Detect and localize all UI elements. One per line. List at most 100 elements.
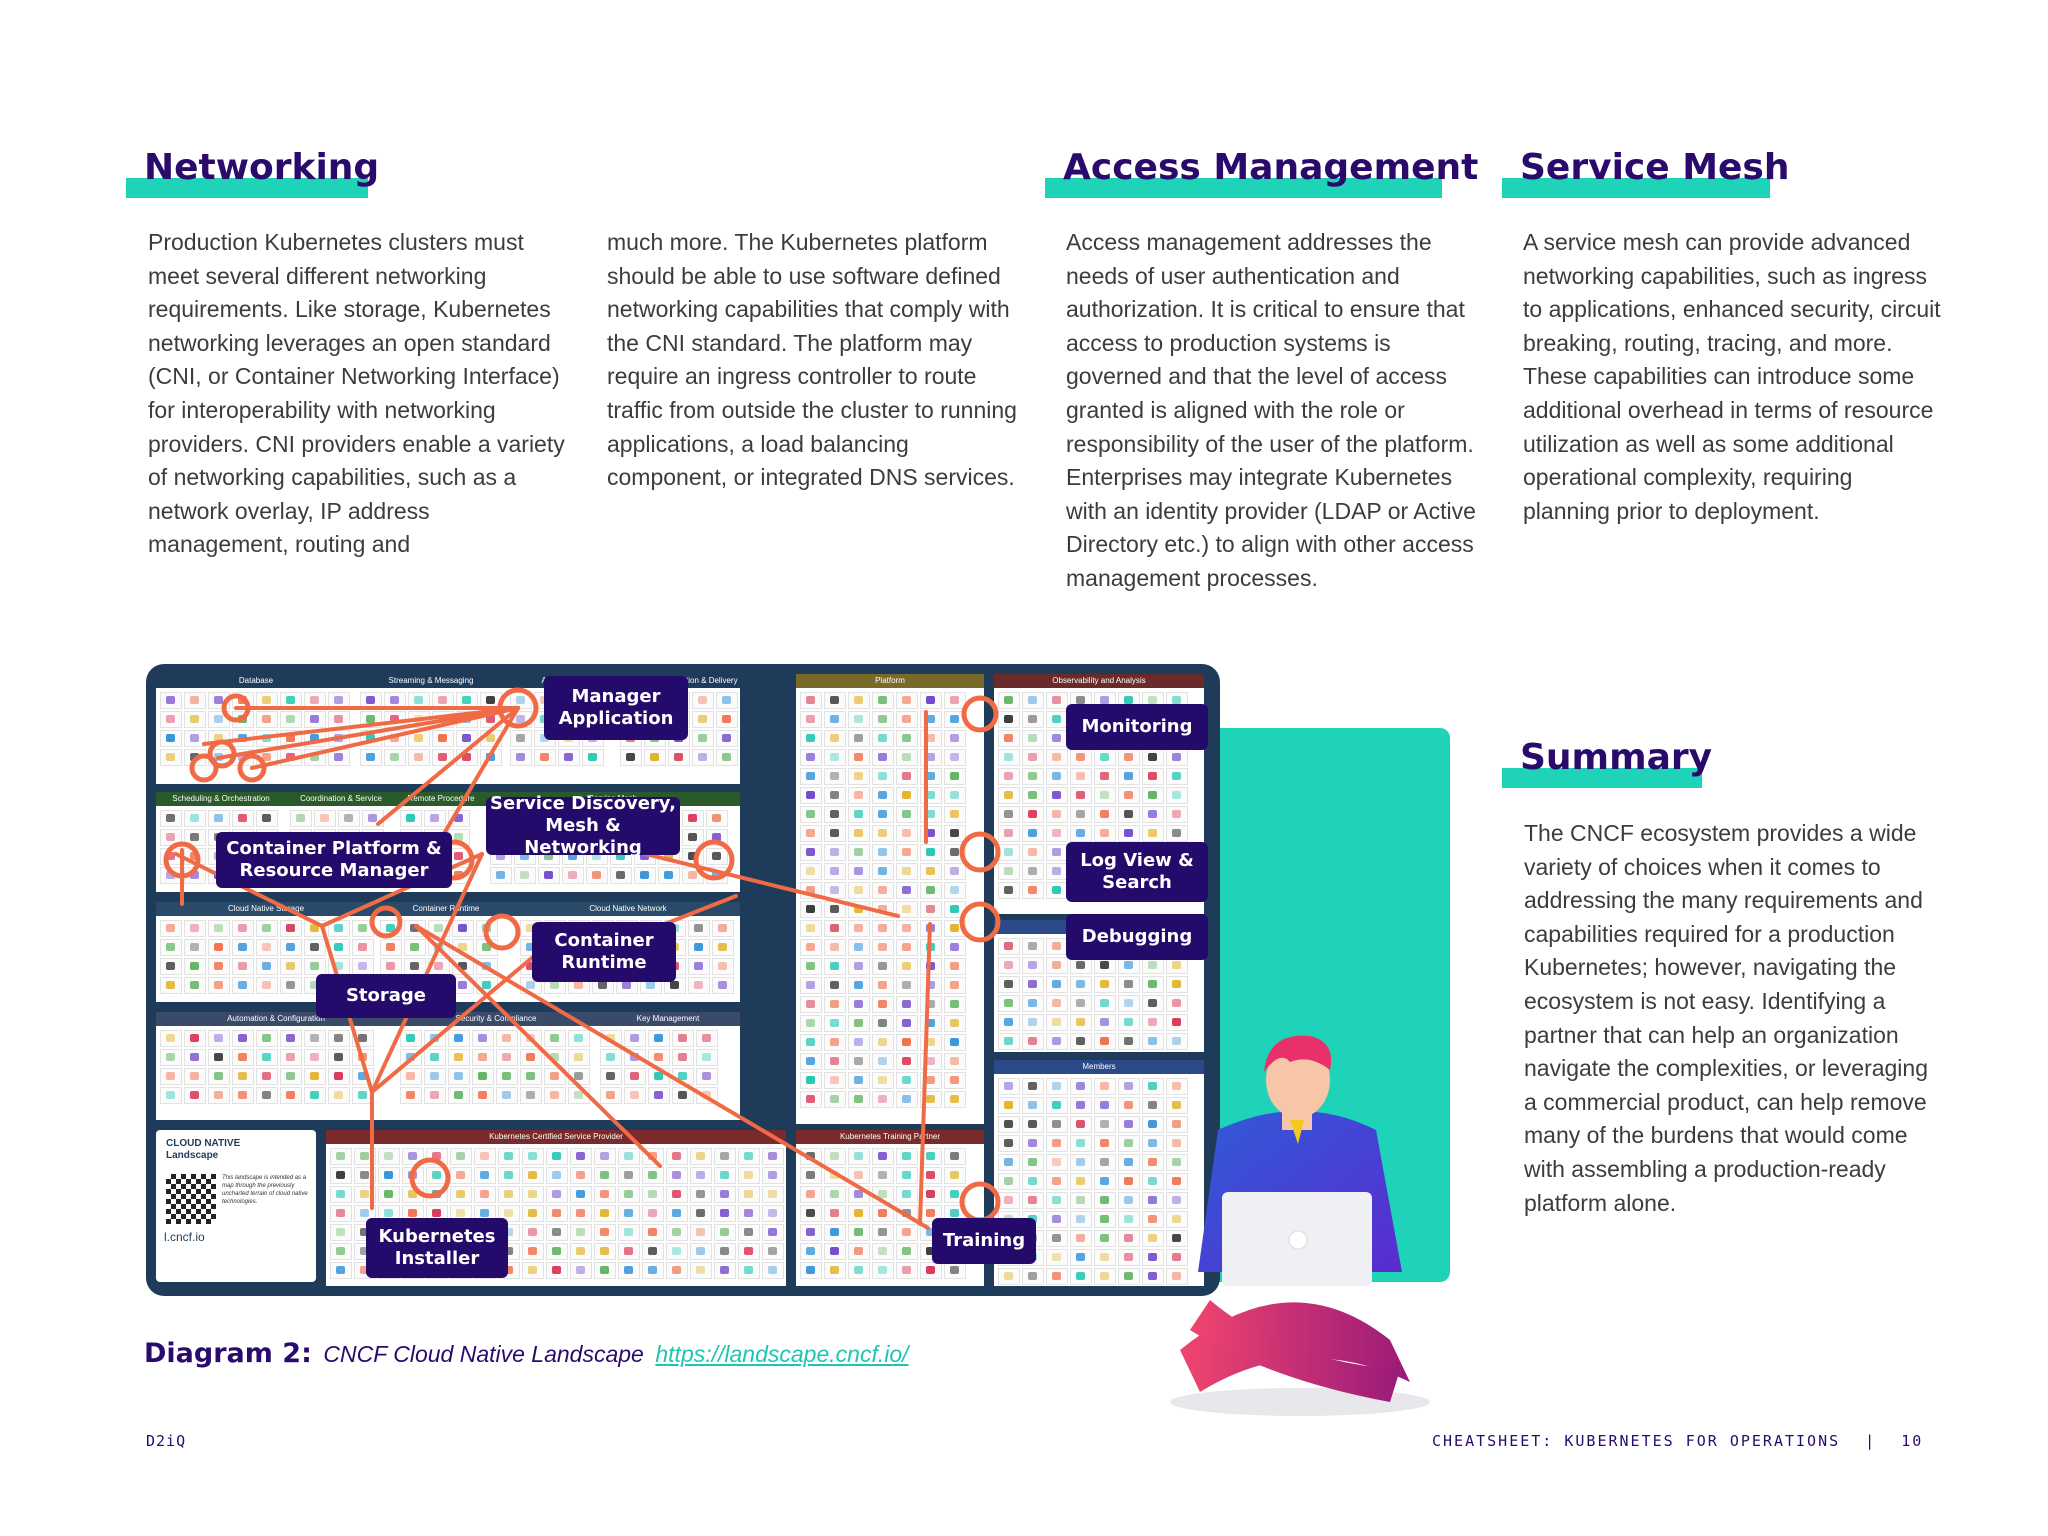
- project-logo-tile: [872, 768, 894, 785]
- project-logo-tile: [360, 749, 382, 766]
- project-logo-tile: [1046, 692, 1068, 709]
- project-logo-tile: [534, 749, 556, 766]
- project-logo-tile: [1142, 768, 1164, 785]
- project-logo-tile: [848, 730, 870, 747]
- access-management-title: Access Management: [1063, 147, 1479, 188]
- project-logo-tile: [290, 810, 312, 827]
- project-logo-tile: [824, 920, 846, 937]
- landscape-panel-header: Database: [156, 674, 356, 688]
- project-logo-tile: [998, 787, 1020, 804]
- project-logo-tile: [160, 958, 182, 975]
- project-logo-tile: [800, 977, 822, 994]
- project-logo-tile: [208, 977, 230, 994]
- project-logo-tile: [1046, 787, 1068, 804]
- project-logo-tile: [184, 920, 206, 937]
- project-logo-tile: [360, 692, 382, 709]
- connector-line: [918, 922, 932, 1226]
- project-logo-tile: [800, 711, 822, 728]
- project-logo-tile: [824, 749, 846, 766]
- project-logo-tile: [848, 825, 870, 842]
- highlight-ring: [959, 901, 1001, 943]
- project-logo-tile: [848, 863, 870, 880]
- project-logo-tile: [586, 867, 608, 884]
- project-logo-tile: [848, 787, 870, 804]
- project-logo-tile: [920, 863, 942, 880]
- project-logo-tile: [1118, 806, 1140, 823]
- project-logo-tile: [800, 1053, 822, 1070]
- diagram-caption: Diagram 2: CNCF Cloud Native Landscape h…: [144, 1338, 909, 1369]
- project-logo-tile: [896, 863, 918, 880]
- project-logo-tile: [432, 730, 454, 747]
- project-logo-tile: [872, 1072, 894, 1089]
- project-logo-tile: [872, 1015, 894, 1032]
- callout-kubernetes-installer: Kubernetes Installer: [366, 1218, 508, 1278]
- networking-heading: Networking: [126, 138, 379, 198]
- project-logo-tile: [848, 806, 870, 823]
- project-logo-tile: [872, 863, 894, 880]
- project-logo-tile: [1022, 749, 1044, 766]
- callout-service-discovery: Service Discovery, Mesh & Networking: [486, 793, 680, 858]
- project-logo-tile: [824, 1091, 846, 1108]
- project-logo-tile: [944, 863, 966, 880]
- project-logo-tile: [1046, 749, 1068, 766]
- project-logo-tile: [800, 901, 822, 918]
- project-logo-tile: [872, 1053, 894, 1070]
- footer-page-number: 10: [1901, 1432, 1924, 1450]
- project-logo-tile: [824, 939, 846, 956]
- project-logo-tile: [1022, 844, 1044, 861]
- project-logo-tile: [562, 867, 584, 884]
- landscape-panel-header: Cloud Native Storage: [156, 902, 376, 916]
- callout-training: Training: [932, 1218, 1036, 1264]
- highlight-ring: [483, 913, 521, 951]
- project-logo-tile: [872, 996, 894, 1013]
- project-logo-tile: [682, 829, 704, 846]
- project-logo-tile: [848, 692, 870, 709]
- project-logo-tile: [716, 749, 738, 766]
- project-logo-tile: [848, 844, 870, 861]
- project-logo-tile: [800, 787, 822, 804]
- project-logo-tile: [824, 1053, 846, 1070]
- project-logo-tile: [668, 749, 690, 766]
- project-logo-tile: [800, 958, 822, 975]
- project-logo-tile: [800, 844, 822, 861]
- project-logo-tile: [944, 1091, 966, 1108]
- project-logo-tile: [1094, 787, 1116, 804]
- project-logo-tile: [896, 920, 918, 937]
- project-logo-tile: [800, 825, 822, 842]
- project-logo-tile: [848, 749, 870, 766]
- project-logo-tile: [872, 844, 894, 861]
- project-logo-tile: [1022, 806, 1044, 823]
- caption-link[interactable]: https://landscape.cncf.io/: [655, 1341, 909, 1367]
- project-logo-tile: [1142, 806, 1164, 823]
- project-logo-tile: [256, 939, 278, 956]
- project-logo-tile: [824, 768, 846, 785]
- project-logo-tile: [610, 867, 632, 884]
- project-logo-tile: [538, 867, 560, 884]
- project-logo-tile: [848, 1072, 870, 1089]
- project-logo-tile: [800, 692, 822, 709]
- project-logo-tile: [920, 844, 942, 861]
- highlight-ring: [189, 753, 219, 783]
- project-logo-tile: [848, 996, 870, 1013]
- project-logo-tile: [456, 730, 478, 747]
- project-logo-tile: [692, 749, 714, 766]
- project-logo-tile: [998, 825, 1020, 842]
- footer-brand: D2iQ: [146, 1432, 187, 1450]
- project-logo-tile: [824, 825, 846, 842]
- project-logo-tile: [998, 711, 1020, 728]
- project-logo-tile: [232, 939, 254, 956]
- project-logo-tile: [1166, 787, 1188, 804]
- project-logo-tile: [184, 939, 206, 956]
- networking-column-2: much more. The Kubernetes platform shoul…: [607, 229, 1017, 491]
- project-logo-tile: [1022, 825, 1044, 842]
- project-logo-tile: [920, 692, 942, 709]
- project-logo-tile: [848, 939, 870, 956]
- project-logo-tile: [1118, 787, 1140, 804]
- project-logo-tile: [872, 939, 894, 956]
- landscape-panel-header: Container Runtime: [376, 902, 516, 916]
- project-logo-tile: [1046, 882, 1068, 899]
- project-logo-tile: [896, 730, 918, 747]
- project-logo-tile: [824, 958, 846, 975]
- project-logo-tile: [510, 749, 532, 766]
